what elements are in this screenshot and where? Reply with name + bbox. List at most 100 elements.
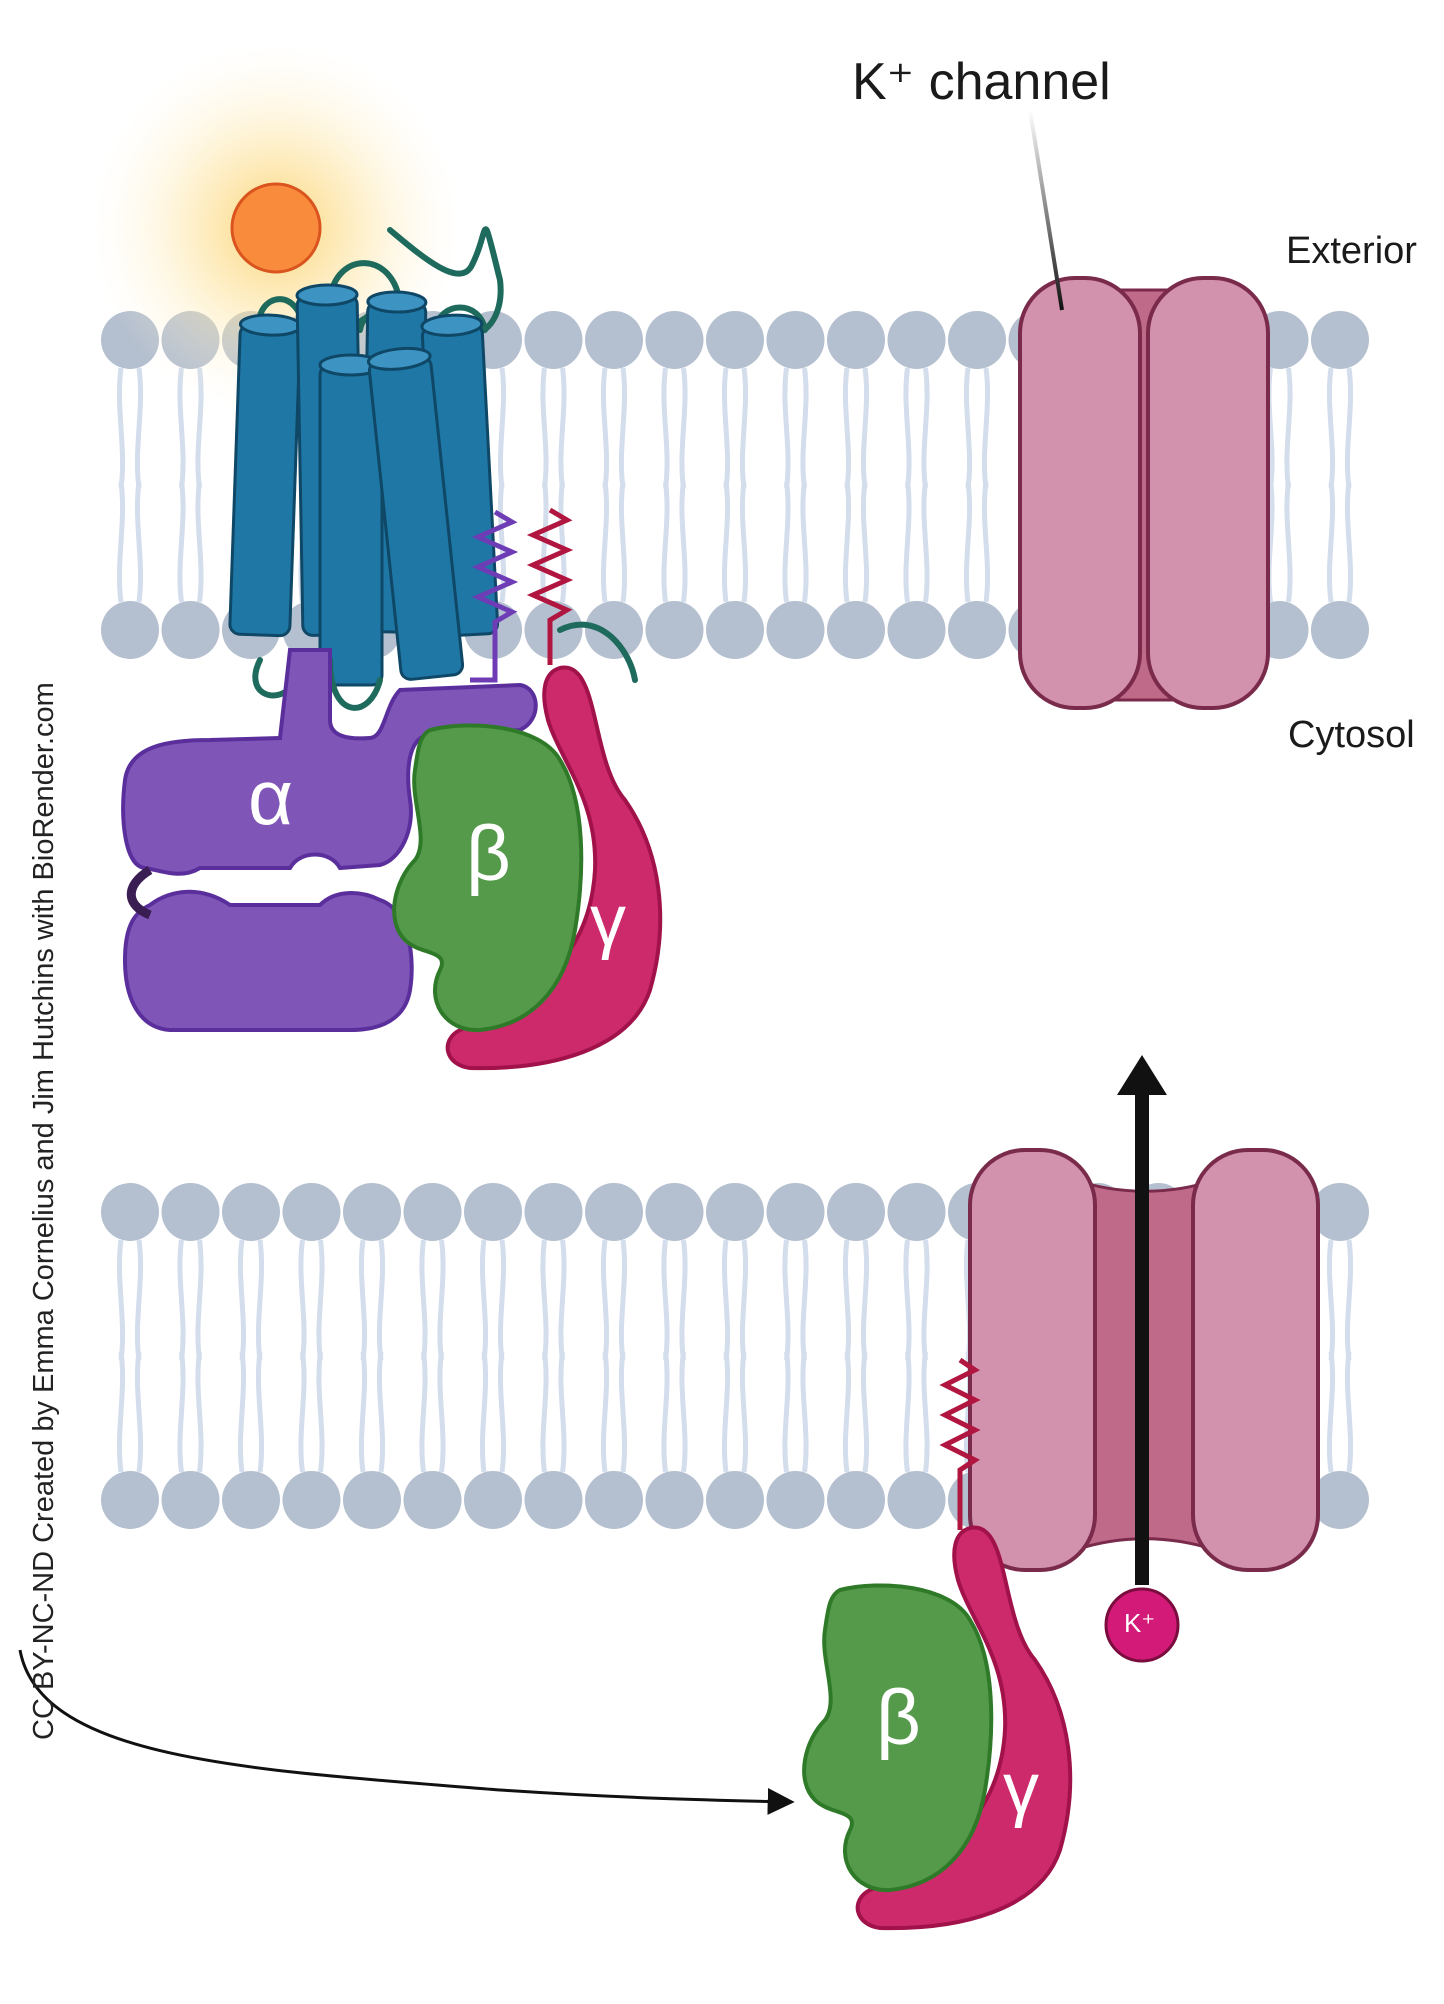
lipid-tail: [1326, 367, 1336, 489]
credit-text: CC BY-NC-ND Created by Emma Cornelius an…: [28, 682, 60, 1740]
beta-label-top: β: [466, 809, 511, 897]
lipid-head: [282, 1471, 341, 1529]
lipid-tail: [479, 1239, 489, 1361]
lipid-head: [1311, 601, 1369, 659]
lipid-head: [887, 601, 946, 659]
lipid-head: [403, 1183, 462, 1241]
lipid-tail: [1344, 1351, 1354, 1473]
lipid-head: [766, 601, 825, 659]
lipid-tail: [903, 481, 912, 603]
lipid-head: [585, 1471, 643, 1529]
lipid-head: [524, 601, 583, 659]
lipid-tail: [782, 1351, 791, 1473]
lipid-head: [645, 311, 704, 369]
lipid-tail: [721, 1351, 731, 1473]
lipid-head: [766, 311, 825, 369]
lipid-tail: [1326, 1239, 1336, 1361]
alpha-linker: [126, 866, 153, 920]
lipid-head: [464, 1183, 522, 1241]
lipid-tail: [903, 1239, 912, 1361]
lipid-tail: [195, 1239, 204, 1361]
lipid-tail: [679, 1351, 688, 1473]
lipid-tail: [316, 1351, 325, 1473]
lipid-tail: [419, 1239, 428, 1361]
lipid-tail: [903, 1351, 912, 1473]
lipid-head: [161, 1183, 220, 1241]
lipid-head: [524, 311, 583, 369]
lipid-head: [827, 1471, 885, 1529]
beta-subunit-bottom: [802, 1583, 994, 1893]
lipid-head: [645, 1471, 704, 1529]
lipid-tail: [1344, 367, 1354, 489]
lipid-tail: [600, 1239, 610, 1361]
lipid-tail: [600, 481, 610, 603]
lipid-tail: [679, 481, 688, 603]
lipid-head: [403, 1471, 462, 1529]
lipid-tail: [679, 1239, 688, 1361]
lipid-head: [585, 601, 643, 659]
k-channel-leader: [1028, 109, 1064, 311]
lipid-head: [645, 601, 704, 659]
lipid-tail: [116, 367, 126, 489]
lipid-head: [161, 601, 220, 659]
k-ion-icon: [1104, 1587, 1180, 1663]
lipid-head: [343, 1183, 401, 1241]
gpcr-helix: [318, 353, 384, 687]
lipid-head: [1311, 311, 1369, 369]
lipid-head: [1311, 1183, 1369, 1241]
lipid-tail: [134, 1239, 144, 1361]
lipid-tail: [600, 1351, 610, 1473]
lipid-tail: [782, 1239, 791, 1361]
dissociation-arrow: [18, 1649, 795, 1815]
lipid-tail: [661, 367, 670, 489]
lipid-tail: [800, 481, 809, 603]
lipid-tail: [177, 1239, 186, 1361]
lipid-head: [887, 1471, 946, 1529]
lipid-tail: [1284, 481, 1293, 603]
lipid-head: [887, 1183, 946, 1241]
lipid-head: [948, 311, 1006, 369]
lipid-tail: [195, 1351, 204, 1473]
beta-subunit-top: [392, 723, 584, 1033]
lipid-tail: [497, 481, 507, 603]
lipid-head: [1311, 1471, 1369, 1529]
lipid-tail: [419, 1351, 428, 1473]
lipid-tail: [1284, 367, 1293, 489]
lipid-tail: [255, 1239, 265, 1361]
beta-label-bottom: β: [876, 1673, 921, 1761]
lipid-head: [585, 311, 643, 369]
lipid-tail: [860, 1239, 870, 1361]
lipid-tail: [1326, 1351, 1336, 1473]
lipid-tail: [177, 481, 186, 603]
lipid-tail: [860, 481, 870, 603]
gamma-subunit-top: [445, 665, 663, 1071]
k-channel-bottom: [968, 1148, 1320, 1572]
lipid-tail: [721, 1239, 731, 1361]
lipid-tail: [437, 1351, 446, 1473]
lipid-tail: [739, 1239, 749, 1361]
lipid-tail: [679, 367, 688, 489]
lipid-tail: [721, 367, 731, 489]
lipid-tail: [921, 367, 930, 489]
lipid-tail: [540, 1351, 549, 1473]
lipid-tail: [376, 1239, 386, 1361]
lipid-tail: [921, 1351, 930, 1473]
lipid-tail: [497, 1351, 507, 1473]
lipid-tail: [479, 1351, 489, 1473]
lipid-head: [887, 311, 946, 369]
lipid-head: [161, 1471, 220, 1529]
lipid-tail: [661, 481, 670, 603]
lipid-tail: [540, 1239, 549, 1361]
lipid-tail: [739, 367, 749, 489]
lipid-tail: [963, 481, 973, 603]
lipid-head: [706, 311, 764, 369]
gamma-label-top: γ: [590, 881, 626, 961]
lipid-tail: [782, 367, 791, 489]
lipid-tail: [558, 1239, 567, 1361]
gamma-label-bottom: γ: [1003, 1749, 1039, 1829]
lipid-tail: [661, 1239, 670, 1361]
lipid-tail: [921, 481, 930, 603]
k-efflux-arrowhead: [1117, 1055, 1167, 1095]
lipid-head: [222, 1471, 280, 1529]
gamma-subunit-bottom: [855, 1525, 1073, 1931]
